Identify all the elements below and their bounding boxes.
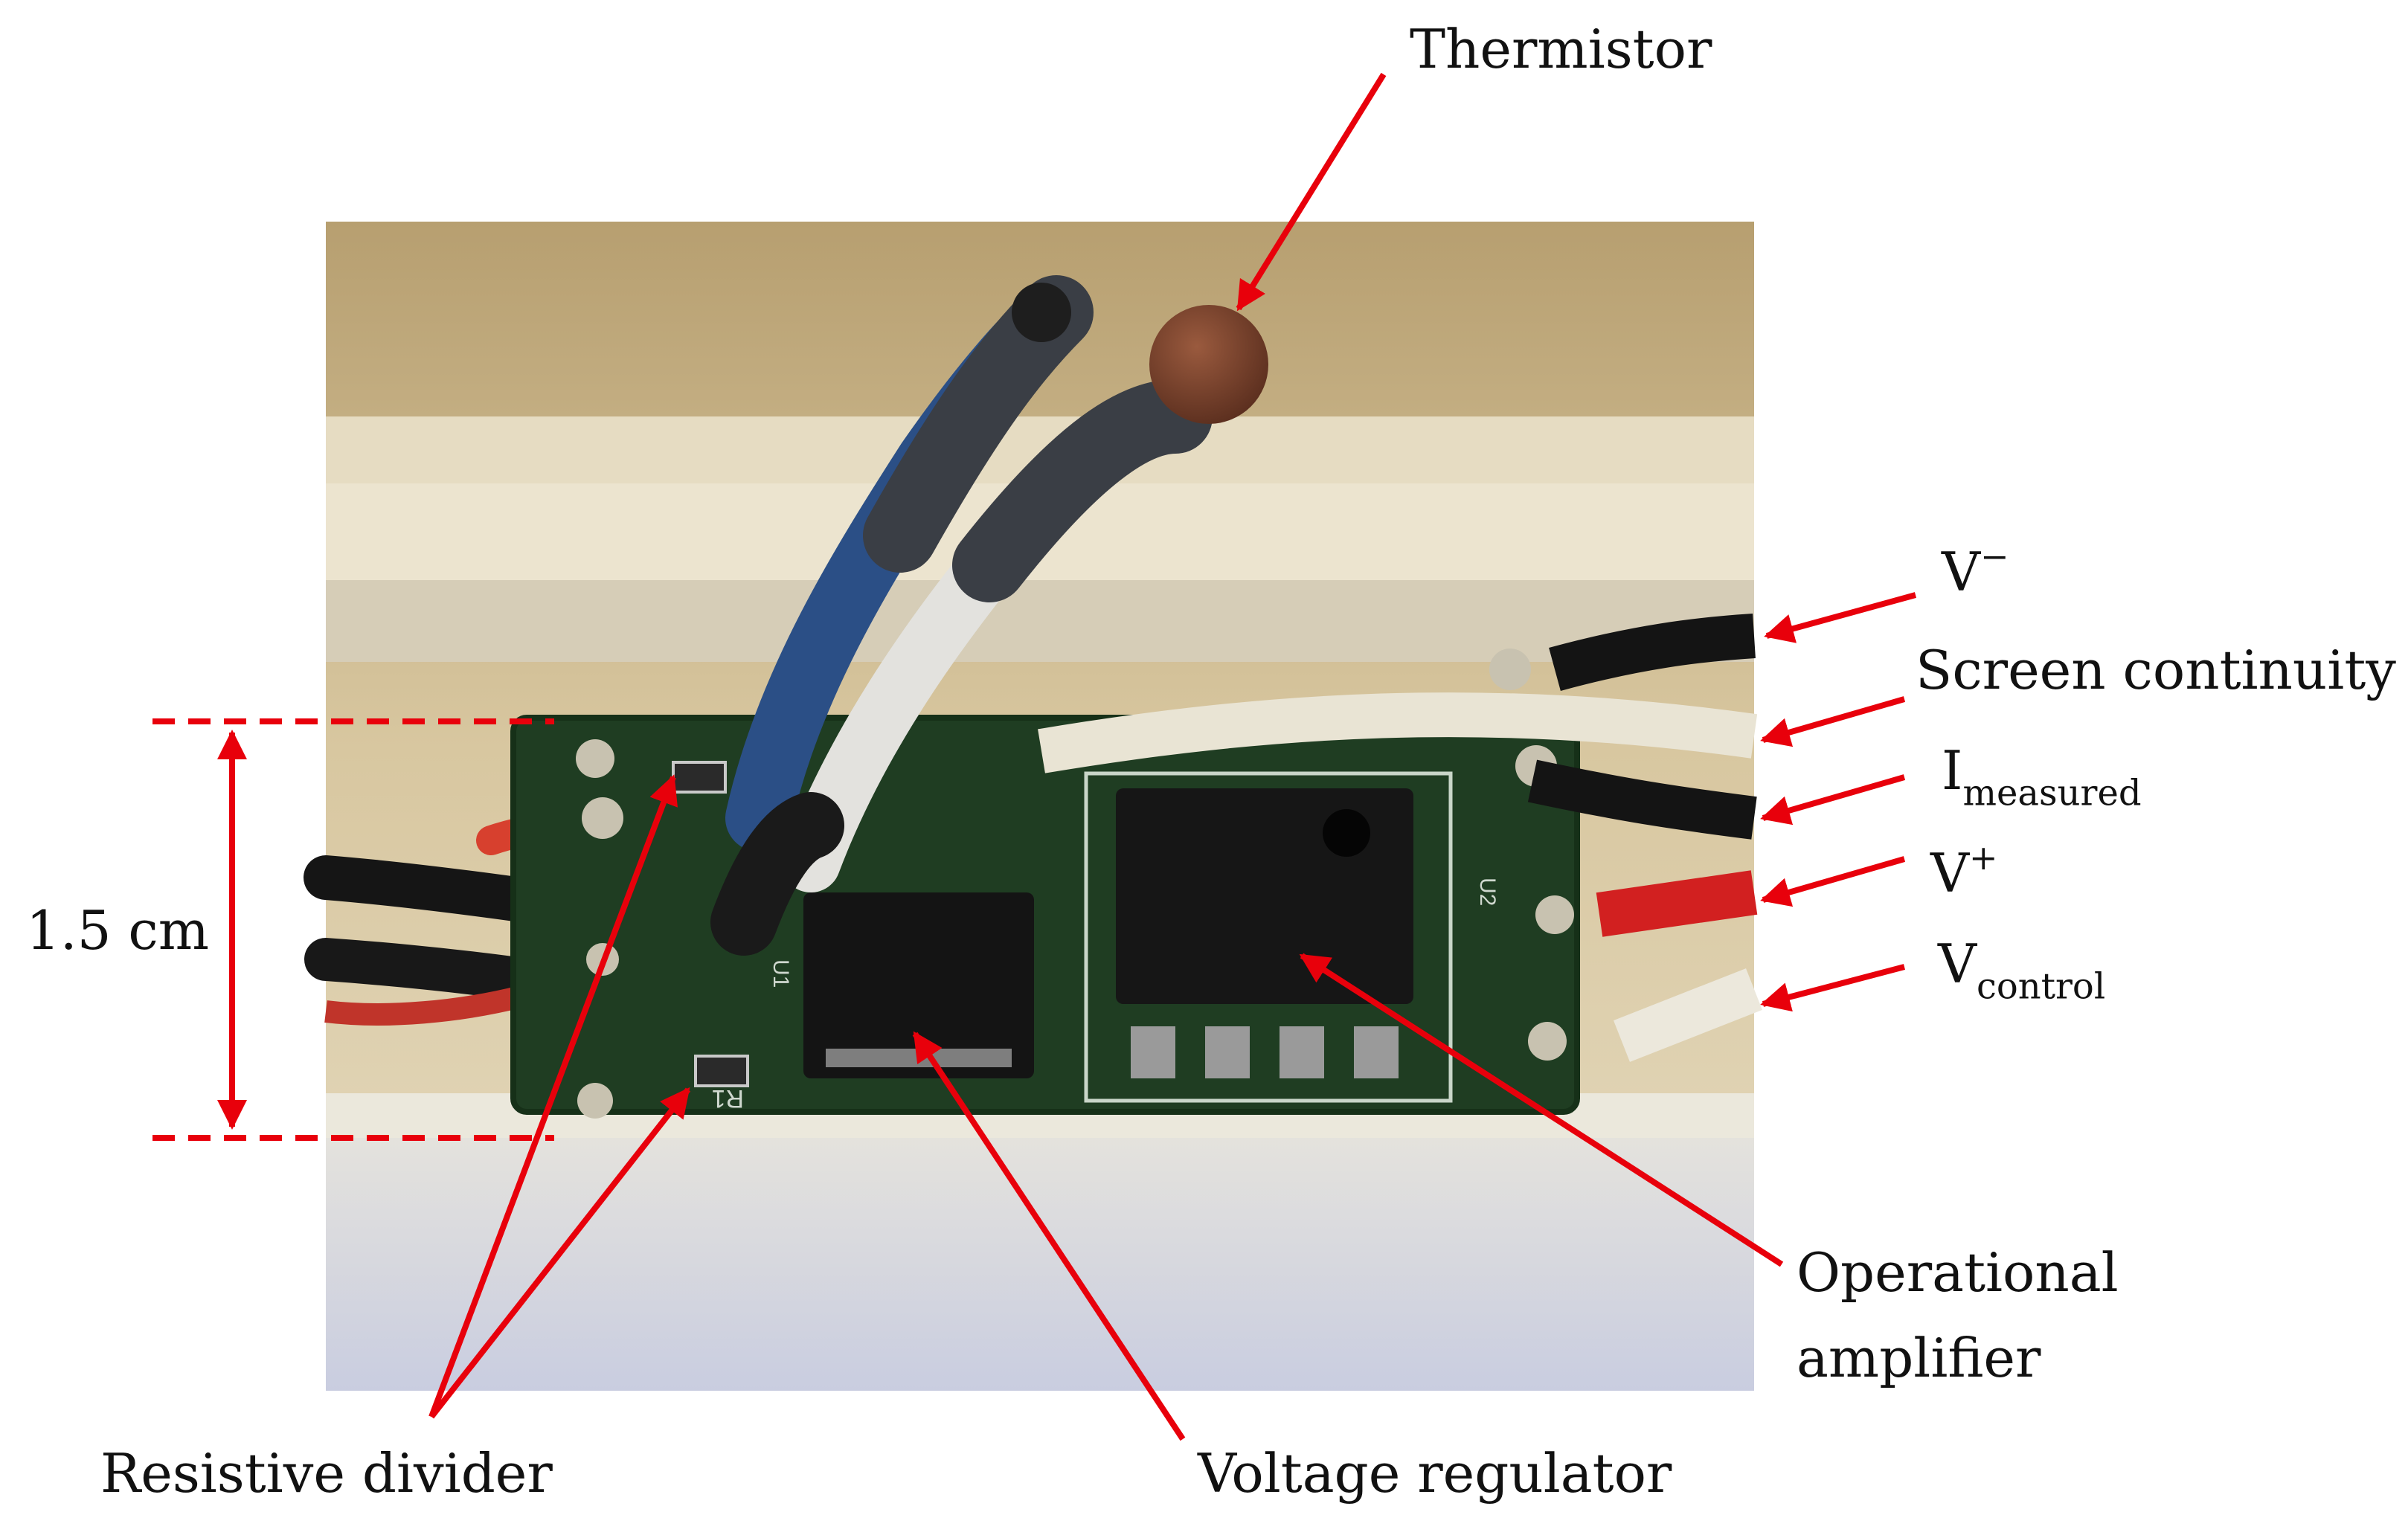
v-plus-arrow <box>1760 856 1906 907</box>
i-measured-base: I <box>1942 739 1963 802</box>
operational-amplifier-arrow <box>1299 953 1784 1267</box>
v-control-base: V <box>1938 933 1977 995</box>
resistive-divider-arrow-lower <box>428 1087 691 1419</box>
u2-silkscreen: U2 <box>1475 878 1500 906</box>
annotation-arrows <box>152 72 1917 1441</box>
resistive-divider-arrow-upper <box>428 774 678 1418</box>
v-minus-arrow <box>1764 592 1917 643</box>
i-measured-arrow <box>1760 774 1906 826</box>
i-measured-label: Imeasured <box>1942 744 2142 811</box>
v-minus-superscript: − <box>1980 536 2009 576</box>
v-minus-label: V− <box>1942 539 2009 599</box>
screen-continuity-label: Screen continuity <box>1916 639 2396 701</box>
thermistor-arrow <box>1236 72 1387 312</box>
op-amp-pins <box>1131 1026 1399 1078</box>
lower-housing <box>326 1093 1754 1391</box>
thermistor-bead <box>1149 305 1268 424</box>
resistive-divider-label: Resistive divider <box>100 1442 553 1505</box>
v-control-label: Vcontrol <box>1938 937 2105 1005</box>
v-plus-base: V <box>1930 841 1969 904</box>
voltage-regulator-chip <box>803 892 1034 1078</box>
v-control-arrow <box>1760 964 1906 1012</box>
resistor-r1 <box>694 1055 749 1087</box>
r1-silkscreen: R1 <box>712 1084 744 1113</box>
v-minus-base: V <box>1942 540 1980 603</box>
photo: U1 U2 R1 <box>304 222 1762 1391</box>
resistor-r2 <box>672 761 727 794</box>
u1-silkscreen: U1 <box>768 959 793 988</box>
v-plus-label: V+ <box>1930 840 1998 900</box>
screen-continuity-arrow <box>1760 696 1906 747</box>
v-control-subscript: control <box>1977 965 2106 1008</box>
voltage-regulator-arrow <box>912 1031 1186 1441</box>
operational-amplifier-chip <box>1116 788 1413 1004</box>
thermistor-label: Thermistor <box>1410 18 1712 80</box>
dimension-label: 1.5 cm <box>26 899 209 962</box>
i-measured-subscript: measured <box>1962 772 2142 814</box>
operational-amplifier-label-line2: amplifier <box>1797 1327 2041 1389</box>
operational-amplifier-label-line1: Operational <box>1797 1241 2119 1304</box>
v-plus-superscript: + <box>1969 837 1998 878</box>
voltage-regulator-label: Voltage regulator <box>1198 1442 1672 1505</box>
